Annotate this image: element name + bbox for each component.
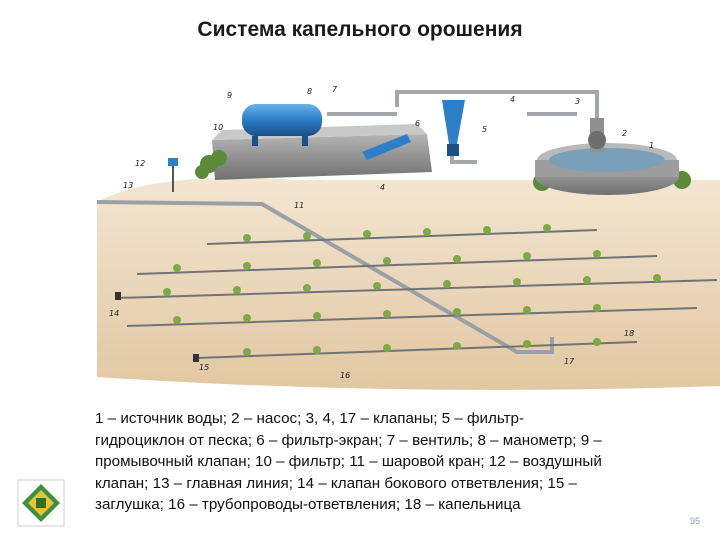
label-9: 9 (227, 91, 232, 100)
label-1: 1 (649, 141, 654, 150)
lateral-lines (116, 229, 718, 359)
label-2: 2 (622, 129, 627, 138)
label-10: 10 (213, 123, 223, 132)
pump-station-base (212, 124, 432, 180)
pump (588, 118, 606, 152)
label-15: 15 (199, 363, 209, 372)
drip-irrigation-diagram: 1 2 3 4 5 6 7 8 9 10 11 12 13 4 14 15 16… (97, 85, 720, 390)
caption-line: клапан; 13 – главная линия; 14 – клапан … (95, 474, 577, 492)
label-17: 17 (564, 357, 575, 366)
label-16: 16 (340, 371, 350, 380)
caption-line: заглушка; 16 – трубопроводы-ответвления;… (95, 496, 521, 513)
label-8: 8 (307, 87, 312, 96)
soil-ground (97, 177, 720, 390)
caption-line: гидроциклон от песка; 6 – фильтр-экран; … (95, 431, 602, 449)
page-number: 95 (690, 516, 701, 526)
label-14: 14 (109, 309, 119, 318)
label-12: 12 (135, 159, 145, 168)
label-3: 3 (575, 97, 580, 106)
air-valve (168, 158, 178, 192)
water-source-reservoir (535, 143, 679, 195)
label-4: 4 (510, 95, 515, 104)
legend-caption: 1 – источник воды; 2 – насос; 3, 4, 17 –… (95, 408, 700, 516)
label-11: 11 (294, 201, 304, 210)
label-18: 18 (624, 329, 634, 338)
bush-left (195, 150, 227, 179)
institution-emblem-icon (17, 479, 65, 527)
label-13: 13 (123, 181, 133, 190)
plant-rows (163, 224, 661, 356)
caption-line: промывочный клапан; 10 – фильтр; 11 – ша… (95, 453, 602, 470)
label-6: 6 (415, 119, 420, 128)
screen-filter (362, 134, 411, 160)
diagram-number-labels: 1 2 3 4 5 6 7 8 9 10 11 12 13 4 14 15 16… (109, 85, 654, 380)
label-5: 5 (482, 125, 487, 134)
label-7: 7 (332, 85, 338, 94)
label-4-secondary: 4 (380, 183, 385, 192)
caption-line: 1 – источник воды; 2 – насос; 3, 4, 17 –… (95, 410, 525, 427)
hydrocyclone-filter (442, 100, 465, 156)
end-cap (193, 354, 199, 362)
lateral-branch-valve (115, 292, 121, 300)
slide-title: Система капельного орошения (197, 18, 523, 41)
station-pipes (327, 90, 599, 164)
filter-tank (242, 104, 322, 146)
main-line-pipe (97, 200, 554, 354)
